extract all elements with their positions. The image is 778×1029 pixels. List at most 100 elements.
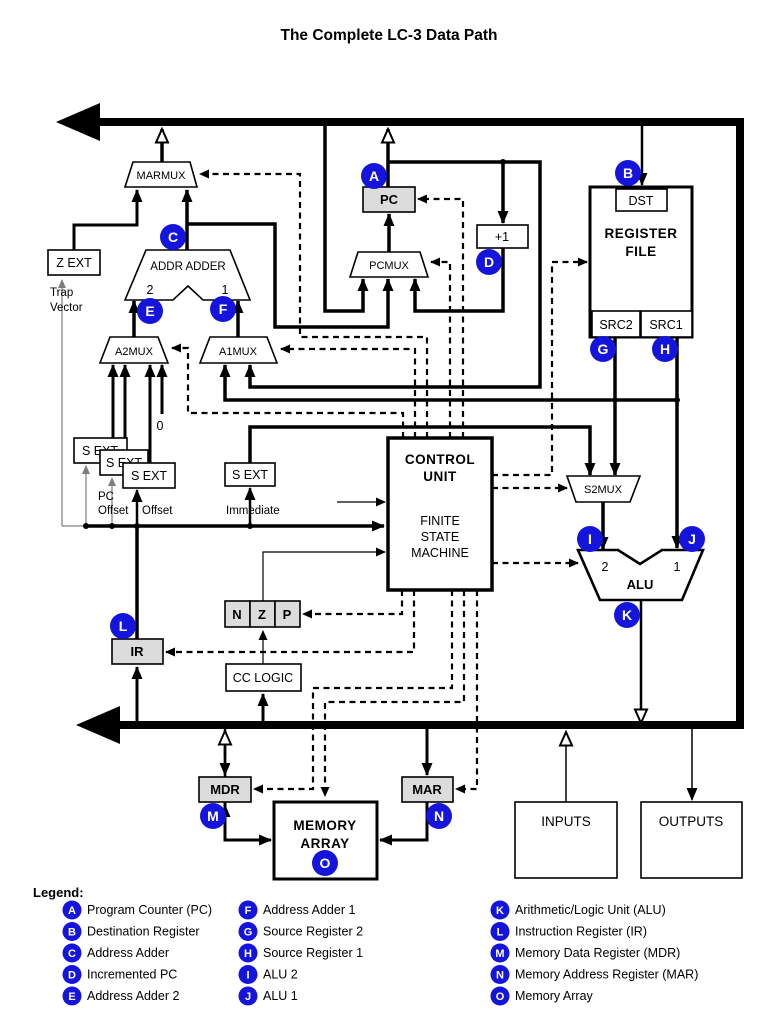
fsm-label-3: MACHINE xyxy=(411,546,469,560)
ctl-pc xyxy=(417,194,465,438)
sext-boxes: S EXT S EXT S EXT S EXT xyxy=(73,437,276,489)
svg-text:F: F xyxy=(219,301,228,317)
svg-text:Program Counter (PC): Program Counter (PC) xyxy=(87,903,212,917)
svg-text:D: D xyxy=(484,254,494,270)
svg-text:Arithmetic/Logic Unit (ALU): Arithmetic/Logic Unit (ALU) xyxy=(515,903,666,917)
wire-mar-memory xyxy=(379,802,429,846)
svg-text:H: H xyxy=(244,948,252,960)
ctl-mdr xyxy=(253,590,454,794)
letter-markers: A B C D E F G H I J K L M N O xyxy=(110,160,705,876)
ctl-a2mux xyxy=(171,343,405,438)
marker-n: N xyxy=(426,803,452,829)
marker-h: H xyxy=(652,336,678,362)
marmux-label: MARMUX xyxy=(137,170,187,182)
svg-text:C: C xyxy=(68,948,76,960)
svg-text:D: D xyxy=(68,970,76,982)
alu-label: ALU xyxy=(627,577,654,592)
ctl-marmux xyxy=(199,169,429,438)
wire-bus-pcmux xyxy=(323,126,369,313)
nzp-register: N Z P xyxy=(224,600,301,628)
outputs-label: OUTPUTS xyxy=(659,814,724,829)
svg-text:Address Adder: Address Adder xyxy=(87,946,169,960)
mar-register: MAR xyxy=(401,776,454,803)
svg-text:K: K xyxy=(622,607,632,623)
datapath-wires xyxy=(58,126,698,846)
bus-line xyxy=(96,118,744,729)
wire-nzp-control xyxy=(262,547,386,601)
ctl-mar xyxy=(455,590,479,794)
alu-port1: 1 xyxy=(674,560,681,574)
alu-port2: 2 xyxy=(602,560,609,574)
trap-vector-label-1: Trap xyxy=(50,287,73,299)
mar-label: MAR xyxy=(412,782,442,797)
trap-vector-label-2: Vector xyxy=(50,302,83,314)
svg-text:ALU 1: ALU 1 xyxy=(263,989,298,1003)
cc-logic: CC LOGIC xyxy=(225,663,302,692)
bus-arrow-bottom xyxy=(76,706,120,744)
memory-label-2: ARRAY xyxy=(300,836,349,851)
marker-b: B xyxy=(615,160,641,186)
wire-plus1-pcmux xyxy=(409,248,505,313)
a1mux-label: A1MUX xyxy=(219,346,258,358)
marker-o: O xyxy=(312,850,338,876)
pcmux-label: PCMUX xyxy=(369,260,409,272)
svg-text:K: K xyxy=(496,905,504,917)
ctl-memory xyxy=(320,590,466,797)
marker-g: G xyxy=(590,336,616,362)
ctl-nzp xyxy=(302,590,404,619)
sext4-label: S EXT xyxy=(232,468,268,482)
wire-sext4-s2mux xyxy=(248,425,596,476)
svg-text:G: G xyxy=(244,927,253,939)
svg-text:Memory Address Register (MAR): Memory Address Register (MAR) xyxy=(515,968,698,982)
z-label: Z xyxy=(258,607,266,622)
svg-text:B: B xyxy=(68,927,76,939)
fsm-label-2: STATE xyxy=(421,530,459,544)
wire-adder-pcmux xyxy=(187,222,394,329)
wire-mdr-memory xyxy=(223,802,272,846)
marker-m: M xyxy=(200,803,226,829)
svg-text:L: L xyxy=(119,618,128,634)
zero-constant-label: 0 xyxy=(157,419,164,433)
svg-text:L: L xyxy=(497,927,504,939)
p-label: P xyxy=(283,607,292,622)
inputs-label: INPUTS xyxy=(541,814,591,829)
mdr-label: MDR xyxy=(210,782,240,797)
a2mux-label: A2MUX xyxy=(115,346,154,358)
svg-text:ALU 2: ALU 2 xyxy=(263,968,298,982)
svg-text:O: O xyxy=(496,991,505,1003)
svg-text:M: M xyxy=(207,808,219,824)
sext-box-4: S EXT xyxy=(224,462,276,487)
alu: ALU 2 1 xyxy=(576,548,705,602)
ir-label: IR xyxy=(131,644,145,659)
svg-text:C: C xyxy=(168,229,178,245)
memory-label-1: MEMORY xyxy=(293,818,356,833)
zext-label: Z EXT xyxy=(56,256,92,270)
inputs-box: INPUTS xyxy=(514,801,618,879)
svg-text:M: M xyxy=(495,948,504,960)
legend-heading: Legend: xyxy=(33,885,84,900)
register-file-label-1: REGISTER xyxy=(604,226,677,241)
pc-offset-label-2: Offset xyxy=(98,505,129,517)
outputs-box: OUTPUTS xyxy=(640,801,743,879)
svg-text:A: A xyxy=(68,905,76,917)
control-wires xyxy=(165,169,588,797)
sext-box-3: S EXT xyxy=(122,462,176,489)
ir-register: IR xyxy=(111,638,164,665)
ctl-pcmux xyxy=(430,257,452,438)
marker-e: E xyxy=(137,298,163,324)
cc-logic-label: CC LOGIC xyxy=(233,671,293,685)
marker-a: A xyxy=(361,163,387,189)
legend-item: C Address Adder xyxy=(62,943,169,963)
svg-text:Address Adder 2: Address Adder 2 xyxy=(87,989,179,1003)
control-unit-label-2: UNIT xyxy=(423,469,457,484)
plus1-label: +1 xyxy=(495,230,509,244)
control-unit: CONTROL UNIT FINITE STATE MACHINE xyxy=(386,436,494,592)
svg-text:O: O xyxy=(320,855,331,871)
marmux: MARMUX xyxy=(123,161,199,188)
